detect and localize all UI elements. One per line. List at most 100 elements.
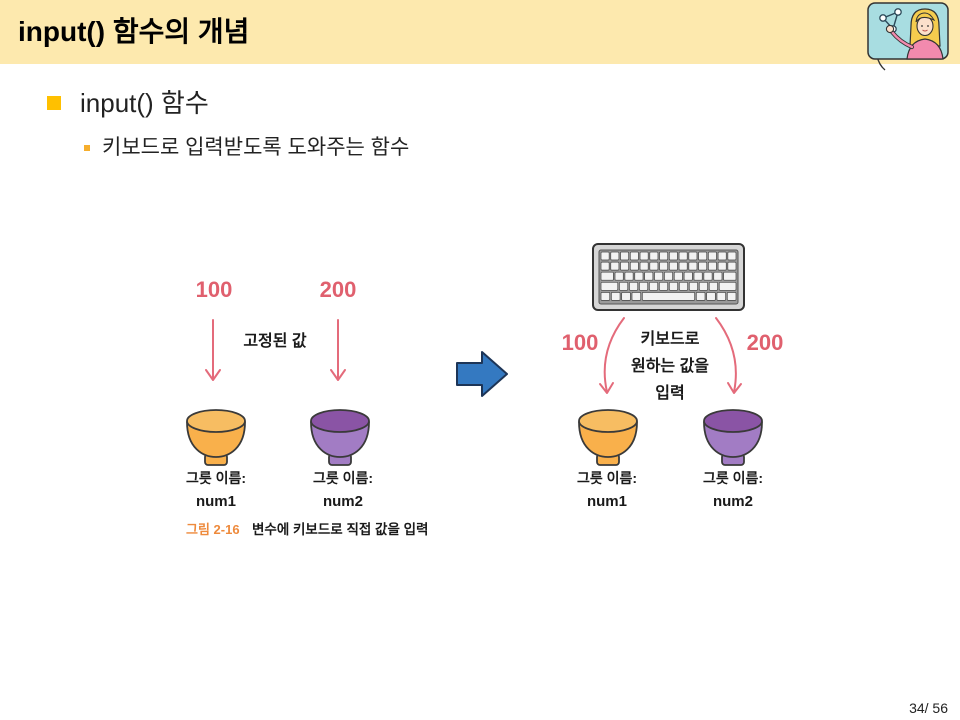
- keyboard-key: [695, 292, 706, 301]
- page-number: 34/ 56: [909, 700, 948, 716]
- keyboard-key: [654, 271, 664, 281]
- keyboard-key: [717, 261, 727, 271]
- fixed-value-2: 200: [320, 277, 357, 302]
- keyboard-keys: [600, 251, 737, 301]
- keyboard-key: [638, 281, 649, 291]
- keyboard-key: [723, 271, 737, 281]
- keyboard-value-2: 200: [747, 330, 784, 355]
- keyboard-key: [649, 261, 659, 271]
- keyboard-key: [629, 251, 639, 261]
- curved-down-arrow-icon: [715, 317, 742, 394]
- keyboard-key: [707, 251, 717, 261]
- keyboard-key: [600, 292, 611, 301]
- sub-bullet-text: 키보드로 입력받도록 도와주는 함수: [102, 136, 410, 159]
- keyboard-key: [703, 271, 713, 281]
- keyboard-icon: [592, 243, 745, 311]
- bowl-name: num2: [323, 493, 363, 510]
- keyboard-key: [600, 281, 619, 291]
- keyboard-key: [644, 271, 654, 281]
- presenter-avatar-icon: [867, 2, 949, 71]
- figure-caption-text: 변수에 키보드로 직접 값을 입력: [252, 521, 428, 537]
- down-arrow-icon: [330, 319, 346, 381]
- keyboard-key: [688, 281, 699, 291]
- keyboard-key: [726, 292, 737, 301]
- bowl-label: 그릇 이름:: [577, 470, 637, 486]
- sub-bullet-marker: [84, 145, 90, 151]
- keyboard-key: [648, 281, 659, 291]
- keyboard-key: [634, 271, 644, 281]
- keyboard-key: [600, 251, 610, 261]
- page-title: input() 함수의 개념: [18, 16, 250, 47]
- keyboard-key: [600, 271, 614, 281]
- presenter-girl-icon: [885, 8, 944, 60]
- keyboard-key: [639, 251, 649, 261]
- keyboard-key: [614, 271, 624, 281]
- keyboard-key: [639, 261, 649, 271]
- bullet-text: input() 함수: [80, 88, 209, 118]
- keyboard-key: [610, 261, 620, 271]
- keyboard-key: [659, 251, 669, 261]
- fixed-value-panel: 100 200 고정된 값 그릇 이름: num1: [186, 277, 373, 510]
- keyboard-key: [649, 251, 659, 261]
- keyboard-key: [698, 281, 709, 291]
- bowl-label: 그릇 이름:: [186, 470, 246, 486]
- keyboard-key: [678, 261, 688, 271]
- keyboard-key: [668, 281, 679, 291]
- keyboard-key: [717, 251, 727, 261]
- keyboard-input-panel: 100 200 키보드로 원하는 값을 입력: [562, 243, 784, 510]
- fixed-value-note: 고정된 값: [243, 331, 307, 350]
- keyboard-key: [641, 292, 696, 301]
- keyboard-value-1: 100: [562, 330, 599, 355]
- down-arrow-icon: [205, 319, 221, 381]
- keyboard-key: [678, 281, 689, 291]
- keyboard-key: [698, 261, 708, 271]
- header-bar: input() 함수의 개념: [0, 0, 960, 64]
- bowl-name: num2: [713, 493, 753, 510]
- keyboard-key: [621, 292, 631, 301]
- waving-hand-icon: [885, 24, 895, 34]
- bowl-name: num1: [196, 493, 236, 510]
- keyboard-key: [619, 281, 629, 291]
- keyboard-note-line: 키보드로: [641, 330, 700, 348]
- keyboard-key: [727, 251, 737, 261]
- figure-caption-number: 그림 2-16: [186, 522, 240, 537]
- keyboard-key: [707, 261, 717, 271]
- keyboard-key: [600, 261, 610, 271]
- keyboard-key: [659, 261, 669, 271]
- keyboard-key: [629, 281, 639, 291]
- fixed-value-1: 100: [196, 277, 233, 302]
- keyboard-key: [631, 292, 642, 301]
- keyboard-key: [713, 271, 723, 281]
- keyboard-note-line: 원하는 값을: [631, 356, 709, 375]
- keyboard-key: [678, 251, 688, 261]
- purple-bowl-icon: [310, 409, 370, 466]
- orange-bowl-icon: [578, 409, 638, 466]
- keyboard-key: [708, 281, 718, 291]
- keyboard-key: [718, 281, 737, 291]
- bowl-label: 그릇 이름:: [313, 470, 373, 486]
- bowl-label: 그릇 이름:: [703, 470, 763, 486]
- keyboard-key: [693, 271, 703, 281]
- keyboard-key: [610, 292, 621, 301]
- keyboard-key: [664, 271, 673, 281]
- orange-bowl-icon: [186, 409, 246, 466]
- keyboard-key: [610, 251, 620, 261]
- purple-bowl-icon: [703, 409, 763, 466]
- keyboard-key: [716, 292, 727, 301]
- keyboard-note-line: 입력: [655, 383, 684, 402]
- bowl-name: num1: [587, 493, 627, 510]
- keyboard-key: [624, 271, 634, 281]
- keyboard-key: [706, 292, 716, 301]
- keyboard-key: [668, 261, 678, 271]
- keyboard-key: [629, 261, 639, 271]
- keyboard-key: [698, 251, 708, 261]
- keyboard-key: [688, 251, 698, 261]
- keyboard-key: [620, 261, 630, 271]
- keyboard-key: [727, 261, 737, 271]
- right-arrow-icon: [456, 351, 508, 397]
- curved-down-arrow-icon: [599, 317, 625, 394]
- keyboard-key: [620, 251, 630, 261]
- bullet-marker: [47, 96, 61, 110]
- keyboard-key: [673, 271, 683, 281]
